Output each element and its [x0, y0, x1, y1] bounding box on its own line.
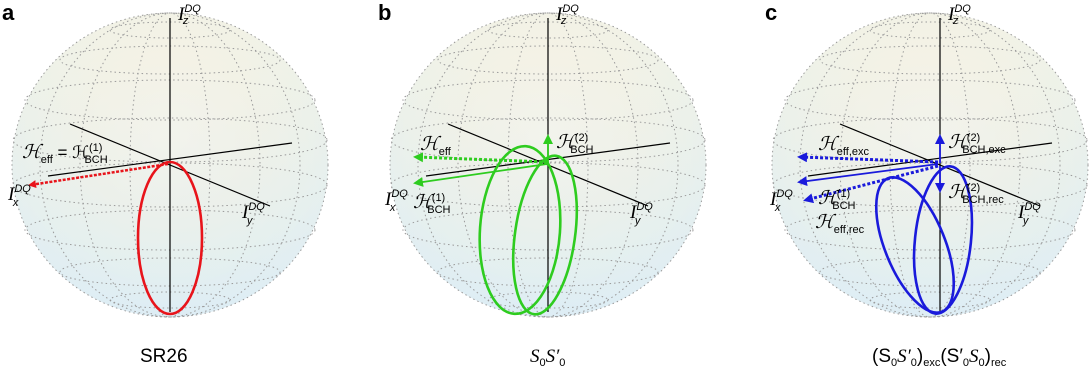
h-eff-exc-vector-c: [797, 152, 939, 164]
vector-label-hbch2-exc-c: ℋ(2)BCH,exc: [948, 132, 1006, 156]
vector-label-hbch2-rec-c: ℋ(2)BCH,rec: [948, 182, 1004, 206]
vector-label-hbch1-c: ℋ(1)BCH: [818, 188, 856, 212]
svg-text:ℋ(1)BCH: ℋ(1)BCH: [413, 192, 451, 216]
svg-text:ℋeff: ℋeff: [420, 134, 452, 158]
panel-caption: S0S′0: [530, 346, 565, 369]
svg-text:ℋeff = ℋ(1)BCH: ℋeff = ℋ(1)BCH: [22, 142, 108, 166]
h-bch1-vector-c: [797, 163, 939, 187]
panel-letter: b: [378, 0, 391, 25]
vector-label-heff-a: ℋeff = ℋ(1)BCH: [22, 142, 108, 166]
svg-text:ℋ(2)BCH: ℋ(2)BCH: [556, 132, 594, 156]
axes-c: [807, 18, 1053, 312]
panel-caption: SR26: [140, 346, 188, 367]
svg-text:ℋ(2)BCH,exc: ℋ(2)BCH,exc: [948, 132, 1006, 156]
x-axis-line: [47, 142, 293, 177]
vector-label-heff-exc-c: ℋeff,exc: [818, 134, 869, 158]
y-axis-line: [69, 123, 271, 207]
vector-label-heff-b: ℋeff: [420, 134, 452, 158]
svg-text:ℋ(2)BCH,rec: ℋ(2)BCH,rec: [948, 182, 1004, 206]
panel-letter: a: [2, 0, 15, 25]
vector-label-hbch2-b: ℋ(2)BCH: [556, 132, 594, 156]
trajectory-ellipse-a: [136, 160, 204, 316]
vector-label-heff-rec-c: ℋeff,rec: [815, 212, 865, 236]
h-eff-vector-a: [28, 162, 169, 189]
panel-letter: c: [765, 0, 777, 25]
vector-label-hbch1-b: ℋ(1)BCH: [413, 192, 451, 216]
x-axis-line: [807, 142, 1053, 177]
svg-text:ℋ(1)BCH: ℋ(1)BCH: [818, 188, 856, 212]
h-bch1-vector-b: [413, 163, 548, 187]
svg-text:ℋeff,rec: ℋeff,rec: [815, 212, 865, 236]
y-axis-line: [839, 123, 1041, 207]
trajectory-ellipses-b: [478, 144, 579, 316]
panel-caption: (S0S′0)exc(S′0S0)rec: [872, 346, 1007, 369]
svg-text:ℋeff,exc: ℋeff,exc: [818, 134, 869, 158]
axes-a: [47, 18, 293, 312]
h-eff-rec-vector-c: [803, 164, 939, 204]
h-eff-vector-b: [413, 152, 548, 164]
